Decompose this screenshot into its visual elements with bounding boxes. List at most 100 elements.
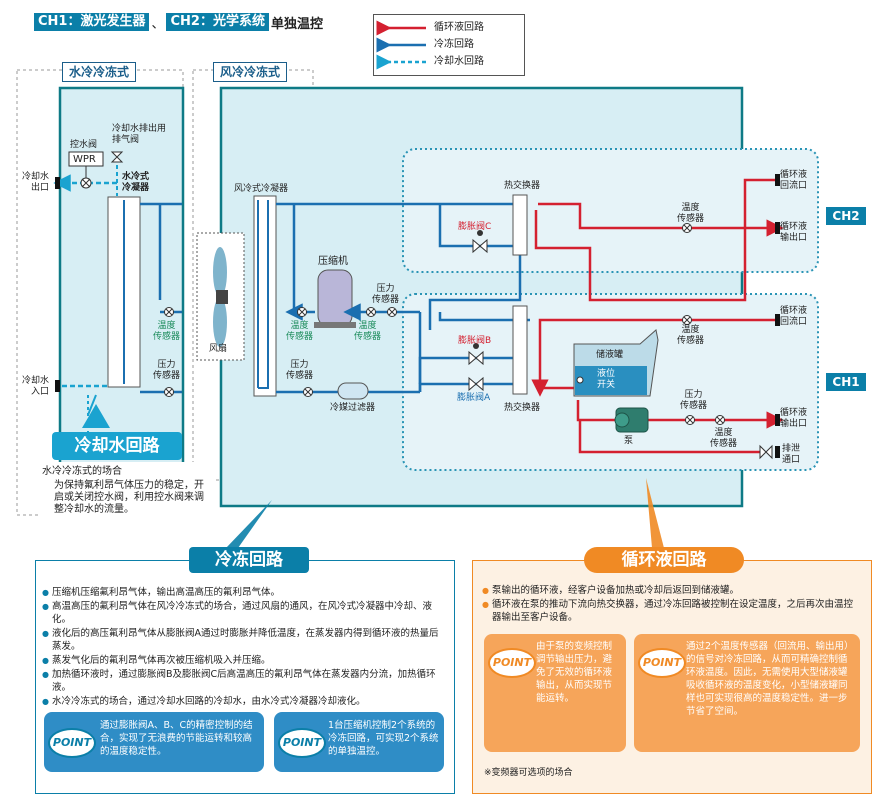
label-pressure-sensor-3: 压力 传感器 (286, 360, 314, 381)
ch2-circulation-out (538, 202, 784, 237)
label-pressure-sensor-2: 压力 传感器 (372, 284, 400, 305)
refrigeration-point-2: POINT 1台压缩机控制2个系统的冷冻回路，可实现2个系统的单独温控。 (274, 712, 444, 772)
tank-liquid (575, 366, 647, 395)
label-ch1-out: 循环液 输出口 (780, 408, 808, 429)
label-air-condenser: 风冷式冷凝器 (234, 184, 289, 194)
ch1-circulation-return (531, 318, 775, 397)
label-heat-exchanger-top: 热交换器 (504, 181, 541, 191)
point-badge: POINT (638, 648, 686, 678)
ch2-out-plug (775, 222, 780, 234)
ch2-circulation-return (534, 178, 775, 302)
label-water-in: 冷却水 入口 (22, 376, 50, 397)
label-drain-valve: 冷却水排出用 排气阀 (112, 124, 167, 145)
label-ch2-out: 循环液 输出口 (780, 222, 808, 243)
refrigeration-callout-arrow (226, 500, 272, 548)
ch2-zone (402, 148, 819, 273)
refrigeration-point-1: POINT 通过膨胀阀A、B、C的精密控制的结合，实现了无浪费的节能运转和较高的… (44, 712, 264, 772)
cooling-callout-arrow (82, 404, 110, 428)
drain-plug (775, 446, 780, 458)
air-condenser (253, 195, 277, 397)
circulation-bullets: 泵输出的循环液，经客户设备加热或冷却后返回到储液罐。 循环液在泵的推动下流向热交… (482, 584, 862, 625)
label-temp-sensor-ch1b: 温度 传感器 (710, 428, 738, 449)
refrigeration-heading: 冷冻回路 (189, 547, 309, 573)
label-water-condenser: 水冷式 冷凝器 (122, 172, 150, 193)
label-exp-valve-b: 膨胀阀B (458, 336, 492, 346)
legend-label-refrigeration: 冷冻回路 (434, 39, 474, 50)
ch2-label: CH2 (826, 207, 866, 225)
label-ch2-return: 循环液 回流口 (780, 170, 808, 191)
ch1-out-plug (775, 414, 780, 426)
circulation-point-1-text: 由于泵的变频控制调节输出压力，避免了无效的循环液输出，从而实现节能运转。 (536, 641, 613, 704)
title-suffix: 单独温控 (270, 16, 323, 32)
compressor (317, 269, 353, 327)
refrigerant-return-1 (438, 312, 530, 322)
label-pressure-sensor-1: 压力 传感器 (153, 360, 181, 381)
label-exp-valve-c: 膨胀阀C (458, 222, 492, 232)
refrigeration-bullet: 高温高压的氟利昂气体在风冷冷冻式的场合，通过风扇的通风，在风冷式冷凝器中冷却、液… (42, 600, 447, 626)
cooling-water-subheading: 水冷冷冻式的场合 (42, 466, 122, 477)
fan-blade-bottom (213, 297, 227, 347)
label-pressure-sensor-ch1: 压力 传感器 (680, 390, 708, 411)
refrigerant-loop-c (438, 204, 520, 248)
fan-blade-top (213, 247, 227, 297)
label-drain-port: 排泄 通口 (782, 444, 801, 465)
exp-valve-b-icon (468, 350, 484, 366)
cooling-water-text: 为保持氟利昂气体压力的稳定，开启或关闭控水阀，利用控水阀来调整冷却水的流量。 (54, 480, 204, 515)
ch1-return-plug (775, 314, 780, 326)
circulation-bullet: 循环液在泵的推动下流向热交换器，通过冷冻回路被控制在设定温度，之后再次由温控器输… (482, 598, 862, 624)
refrigeration-bullets: 压缩机压缩氟利昂气体，输出高温高压的氟利昂气体。 高温高压的氟利昂气体在风冷冷冻… (42, 586, 447, 709)
point-badge: POINT (278, 728, 326, 758)
drain-valve-icon (759, 444, 773, 460)
circulation-point-2: POINT 通过2个温度传感器（回流用、输出用）的信号对冷冻回路，从而可精确控制… (634, 634, 860, 752)
refrigeration-bullet: 蒸发气化后的氟利昂气体再次被压缩机吸入并压缩。 (42, 654, 447, 667)
circulation-callout-arrow (646, 478, 664, 548)
water-cooled-tag: 水冷冷冻式 (62, 62, 137, 82)
legend-label-circulation: 循环液回路 (434, 22, 484, 33)
label-fan: 风扇 (209, 344, 228, 354)
page-title: CH1：激光发生器 、 CH2：光学系统 单独温控 (34, 12, 323, 32)
legend-label-cooling-water: 冷却水回路 (434, 56, 484, 67)
label-exp-valve-a: 膨胀阀A (457, 393, 491, 403)
label-temp-sensor-2: 温度 传感器 (286, 321, 314, 342)
exp-valve-a-icon (468, 376, 484, 392)
refrigeration-bullet: 水冷冷冻式的场合，通过冷却水回路的冷却水，由水冷式冷凝器冷却液化。 (42, 695, 447, 708)
circulation-point-1: POINT 由于泵的变频控制调节输出压力，避免了无效的循环液输出，从而实现节能运… (484, 634, 626, 752)
label-heat-exchanger-bottom: 热交换器 (504, 403, 541, 413)
circulation-heading: 循环液回路 (584, 547, 744, 573)
air-condenser-coil (257, 200, 269, 389)
water-in-plug (55, 380, 60, 392)
label-wpr: WPR (73, 154, 96, 165)
refrigeration-bullet: 加热循环液时，通过膨胀阀B及膨胀阀C后高温高压的氟利昂气体在蒸发器内分流，加热循… (42, 668, 447, 694)
ch2-return-plug (775, 174, 780, 186)
label-pump: 泵 (624, 436, 634, 446)
label-refrigerant-filter: 冷媒过滤器 (330, 403, 376, 413)
system-diagram (16, 69, 819, 548)
circulation-point-2-text: 通过2个温度传感器（回流用、输出用）的信号对冷冻回路，从而可精确控制循环液温度。… (686, 641, 854, 717)
refrigeration-bullet: 液化后的高压氟利昂气体从膨胀阀A通过时膨胀并降低温度，在蒸发器内得到循环液的热量… (42, 627, 447, 653)
label-level-switch: 液位 开关 (597, 369, 616, 390)
ch1-title-tag: CH1：激光发生器 (34, 13, 150, 31)
water-out-plug (55, 177, 60, 189)
drain-valve (110, 151, 124, 163)
air-cooled-tag: 风冷冷冻式 (213, 62, 288, 82)
label-ch1-return: 循环液 回流口 (780, 306, 808, 327)
legend: 循环液回路 冷冻回路 冷却水回路 (373, 14, 525, 76)
fan-hub (216, 290, 228, 304)
label-temp-sensor-1: 温度 传感器 (153, 321, 181, 342)
exp-valve-c-icon (472, 238, 488, 254)
point-badge: POINT (48, 728, 96, 758)
ch1-label: CH1 (826, 373, 866, 391)
refrigeration-bullet: 压缩机压缩氟利昂气体，输出高温高压的氟利昂气体。 (42, 586, 447, 599)
circulation-footnote: ※变频器可选项的场合 (484, 768, 573, 778)
ch1-drain-line (578, 420, 760, 454)
refrigeration-point-1-text: 通过膨胀阀A、B、C的精密控制的结合，实现了无浪费的节能运转和较高的温度稳定性。 (100, 720, 253, 757)
heat-exchanger-top (512, 194, 528, 256)
cooling-water-heading: 冷却水回路 (52, 432, 182, 460)
level-switch-icon (576, 376, 584, 384)
ch1-pump-to-exchanger (576, 400, 616, 422)
label-compressor: 压缩机 (318, 256, 348, 267)
title-separator: 、 (151, 16, 165, 32)
ch2-title-tag: CH2：光学系统 (166, 13, 269, 31)
label-water-out: 冷却水 出口 (22, 172, 50, 193)
label-temp-sensor-3: 温度 传感器 (354, 321, 382, 342)
